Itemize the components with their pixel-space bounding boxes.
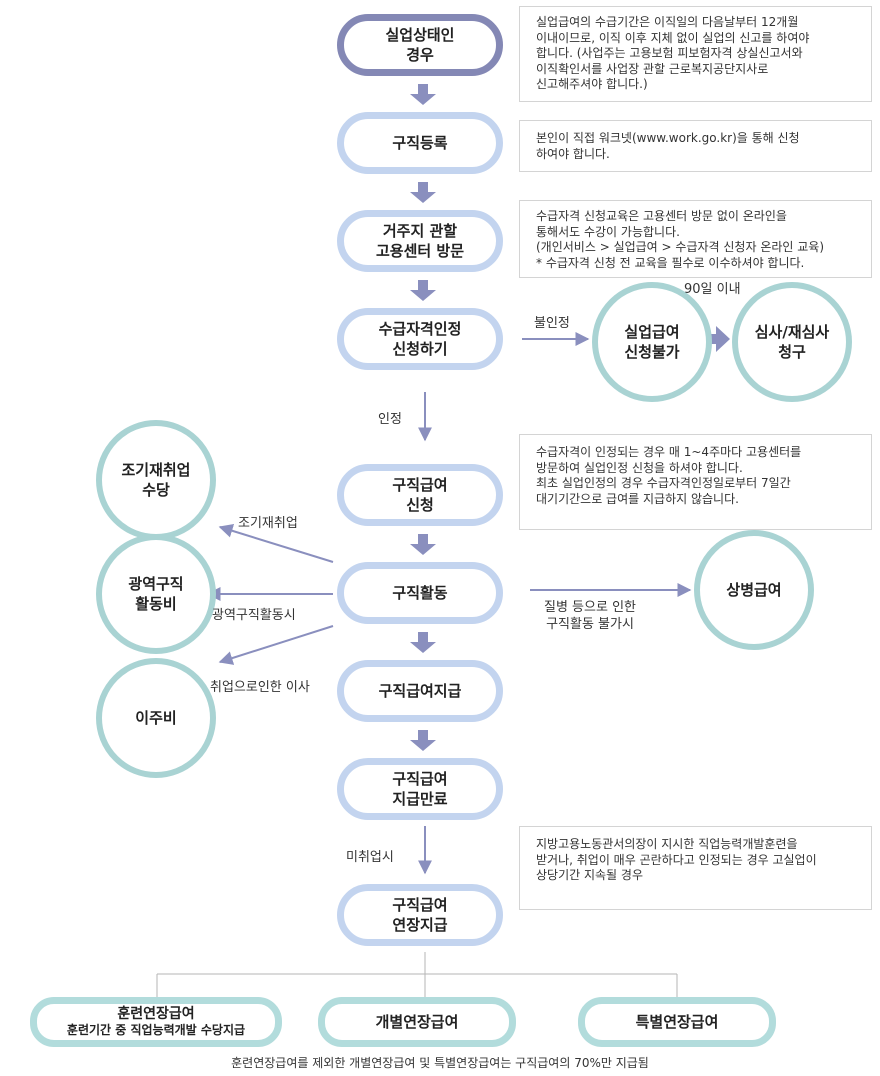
branch-lines <box>156 952 678 998</box>
label-within-90-days: 90일 이내 <box>684 282 741 297</box>
right-block-arrow <box>706 326 730 352</box>
label-unemployed: 미취업시 <box>346 850 394 865</box>
circle-moving-cost: 이주비 <box>96 658 216 778</box>
arrow-early <box>218 524 334 563</box>
label-rejected: 불인정 <box>534 316 570 331</box>
step-benefit-payment: 구직급여지급 <box>337 660 503 722</box>
box-individual-extension: 개별연장급여 <box>318 997 516 1047</box>
arrow-moving <box>218 625 334 665</box>
label-approved: 인정 <box>378 412 402 427</box>
circle-sickness-benefit: 상병급여 <box>694 530 814 650</box>
label-moving-employment: 취업으로인한 이사 <box>210 680 310 695</box>
step-job-registration: 구직등록 <box>337 112 503 174</box>
box-special-extension: 특별연장급여 <box>578 997 776 1047</box>
down-arrow-1 <box>410 84 436 105</box>
footnote: 훈련연장급여를 제외한 개별연장급여 및 특별연장급여는 구직급여의 70%만 … <box>231 1056 649 1070</box>
label-regional-activity: 광역구직활동시 <box>212 608 296 623</box>
down-arrow-3 <box>410 280 436 301</box>
down-arrow-5 <box>410 632 436 653</box>
step-job-seeking: 구직활동 <box>337 562 503 624</box>
label-early-reemployment: 조기재취업 <box>238 516 298 531</box>
down-arrow-4 <box>410 534 436 555</box>
down-arrow-2 <box>410 182 436 203</box>
down-arrow-6 <box>410 730 436 751</box>
